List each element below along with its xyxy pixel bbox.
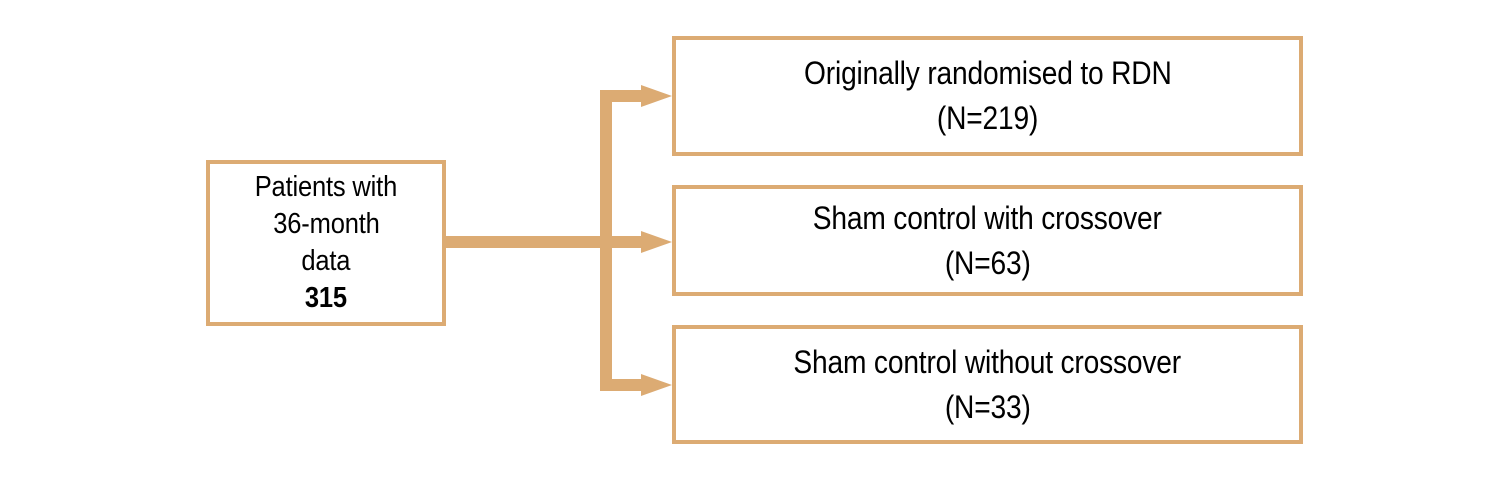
source-line-2: 36-month <box>272 208 380 240</box>
arrowhead-3 <box>641 374 672 396</box>
source-line-1: Patients with <box>254 171 398 203</box>
sham-no-crossover-title: Sham control without crossover <box>793 343 1182 380</box>
node-originally-randomised-to-rdn: Originally randomised to RDN (N=219) <box>672 36 1303 156</box>
sham-crossover-count: (N=63) <box>944 244 1031 281</box>
sham-no-crossover-count: (N=33) <box>944 388 1031 425</box>
branch-line-2 <box>600 236 646 248</box>
connector-trunk <box>600 90 612 391</box>
branch-line-3 <box>600 379 646 391</box>
rdn-title: Originally randomised to RDN <box>803 55 1172 91</box>
node-sham-control-without-crossover: Sham control without crossover (N=33) <box>672 325 1303 444</box>
connector-stem <box>446 236 612 248</box>
arrowhead-1 <box>641 85 672 107</box>
branch-line-1 <box>600 90 646 102</box>
sham-crossover-title: Sham control with crossover <box>813 199 1162 236</box>
source-count: 315 <box>304 282 348 314</box>
arrowhead-2 <box>641 231 672 253</box>
rdn-count: (N=219) <box>936 100 1039 136</box>
source-line-3: data <box>301 245 351 277</box>
node-patients-with-36-month-data: Patients with 36-month data 315 <box>206 160 446 326</box>
node-sham-control-with-crossover: Sham control with crossover (N=63) <box>672 185 1303 296</box>
